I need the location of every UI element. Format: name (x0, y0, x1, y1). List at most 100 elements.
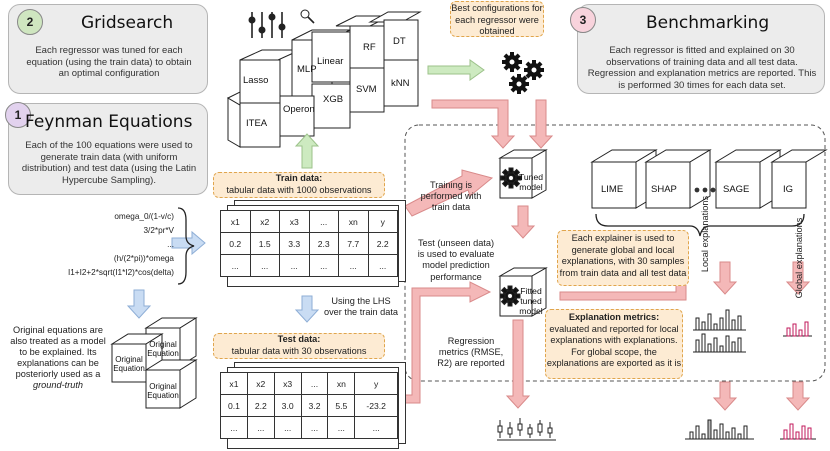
red-arrow-regressors (431, 99, 516, 149)
regressor-label: RF (363, 42, 376, 53)
table-cell: 7.7 (338, 232, 369, 255)
tuned-model-label: Tuned model (518, 172, 544, 192)
note-title: Train data: (275, 173, 323, 183)
cube-label: Original Equation (113, 355, 145, 373)
fitted-model-cube (498, 267, 548, 317)
red-arrow-train (404, 169, 494, 217)
global-bar-charts (780, 321, 816, 440)
table-cell: 0.1 (220, 394, 248, 417)
panel-title: Feynman Equations (25, 112, 193, 132)
panel-title: Benchmarking (646, 13, 770, 33)
regressor-label: ITEA (246, 118, 268, 129)
header-cell: x3 (273, 372, 302, 395)
explainer-label: IG (783, 184, 794, 195)
regressor-label: MLP (297, 64, 317, 75)
tuned-model-cube (498, 149, 548, 199)
red-arrow-test (403, 281, 492, 404)
table-cell: 2.3 (308, 232, 339, 255)
equation: 3/2*pr*V (143, 226, 175, 235)
equation: ... (167, 240, 174, 249)
best-config-note: Best configurations for each regressor w… (450, 1, 544, 37)
gear-icon (502, 52, 544, 94)
equation: omega_0/(1-v/c) (114, 212, 174, 221)
panel-text: Each of the 100 equations were used to g… (21, 140, 197, 186)
note-title: Test data: (277, 334, 321, 344)
header-cell: xn (338, 210, 369, 233)
explainer-cubes (590, 149, 828, 209)
red-arrow-local-out (712, 381, 738, 411)
regressor-label: Linear (317, 56, 344, 67)
red-arrow-global (785, 261, 811, 295)
table-cell: 3.3 (279, 232, 310, 255)
original-equation-note: Original equations are also treated as a… (8, 325, 108, 391)
table-cell: ... (220, 416, 248, 439)
step-badge: 2 (17, 9, 43, 35)
panel-text: Each regressor is fitted and explained o… (587, 45, 817, 91)
regressor-label: XGB (323, 94, 344, 105)
red-arrow-tuned-fitted (510, 205, 536, 239)
table-cell: ... (338, 254, 369, 277)
lhs-note: Using the LHS over the train data (323, 296, 399, 318)
header-cell: x1 (220, 372, 248, 395)
panel-title: Gridsearch (81, 13, 174, 33)
metrics-boxplot (497, 418, 556, 441)
table-cell: ... (249, 254, 280, 277)
regressor-label: kNN (391, 78, 410, 89)
regressor-cubes (226, 9, 422, 148)
green-arrow-up (294, 133, 320, 169)
table-cell: ... (220, 254, 251, 277)
cube-label: Original Equation (147, 340, 179, 358)
regressor-label: DT (393, 36, 406, 47)
local-bar-charts (685, 309, 754, 440)
note-subtitle: tabular data with 1000 observations (226, 184, 372, 195)
explainer-label: LIME (601, 184, 624, 195)
table-cell: ... (327, 416, 356, 439)
panel-text: Each regressor was tuned for each equati… (26, 45, 192, 79)
equation: (h/(2*pi))*omega (113, 254, 174, 263)
red-arrow-gears (528, 99, 554, 149)
test-note: Test (unseen data) is used to evaluate m… (417, 238, 495, 282)
note-text: Original equations are also treated as a… (10, 325, 106, 379)
header-cell: x1 (220, 210, 251, 233)
green-arrow-right (427, 59, 485, 81)
table-cell: ... (354, 416, 398, 439)
header-cell: y (367, 210, 398, 233)
step-badge: 1 (5, 102, 31, 128)
table-cell: 3.0 (273, 394, 302, 417)
table-cell: 5.5 (327, 394, 356, 417)
training-note: Training is performed with train data (420, 180, 482, 213)
table-cell: ... (273, 416, 302, 439)
gridsearch-panel: 2 Gridsearch Each regressor was tuned fo… (8, 4, 208, 94)
step-badge: 3 (570, 7, 596, 33)
table-cell: ... (367, 254, 398, 277)
table-cell: -23.2 (354, 394, 398, 417)
feynman-panel: 1 Feynman Equations Each of the 100 equa… (5, 102, 208, 195)
header-cell: x3 (279, 210, 310, 233)
header-cell: xn (327, 372, 356, 395)
cube-label: Original Equation (147, 382, 179, 400)
table-cell: 1.5 (249, 232, 280, 255)
test-data-note: Test data: tabular data with 30 observat… (213, 333, 385, 359)
blue-arrow-down-left (126, 289, 152, 319)
benchmarking-panel: 3 Benchmarking Each regressor is fitted … (570, 4, 825, 94)
red-arrow-local (712, 261, 738, 295)
regression-metrics-note: Regression metrics (RMSE, R2) are report… (437, 336, 505, 369)
global-explanations-label: Global explanations (794, 217, 804, 299)
train-table: x1 x2 x3 ... xn y 0.2 1.5 3.3 2.3 7.7 2.… (220, 210, 398, 277)
table-cell: 0.2 (220, 232, 251, 255)
table-cell: 2.2 (246, 394, 275, 417)
regressor-label: Operon (283, 104, 315, 115)
table-cell: 3.2 (300, 394, 329, 417)
note-title: Explanation metrics: (568, 312, 660, 322)
note-emphasis: ground-truth (32, 380, 84, 390)
table-cell: ... (308, 254, 339, 277)
original-equation-cubes (110, 317, 198, 409)
table-cell: ... (279, 254, 310, 277)
header-cell: ... (308, 210, 339, 233)
note-text: evaluated and reported for local explana… (546, 323, 682, 369)
table-cell: ... (246, 416, 275, 439)
table-cell: 2.2 (367, 232, 398, 255)
header-cell: ... (300, 372, 329, 395)
header-cell: x2 (249, 210, 280, 233)
